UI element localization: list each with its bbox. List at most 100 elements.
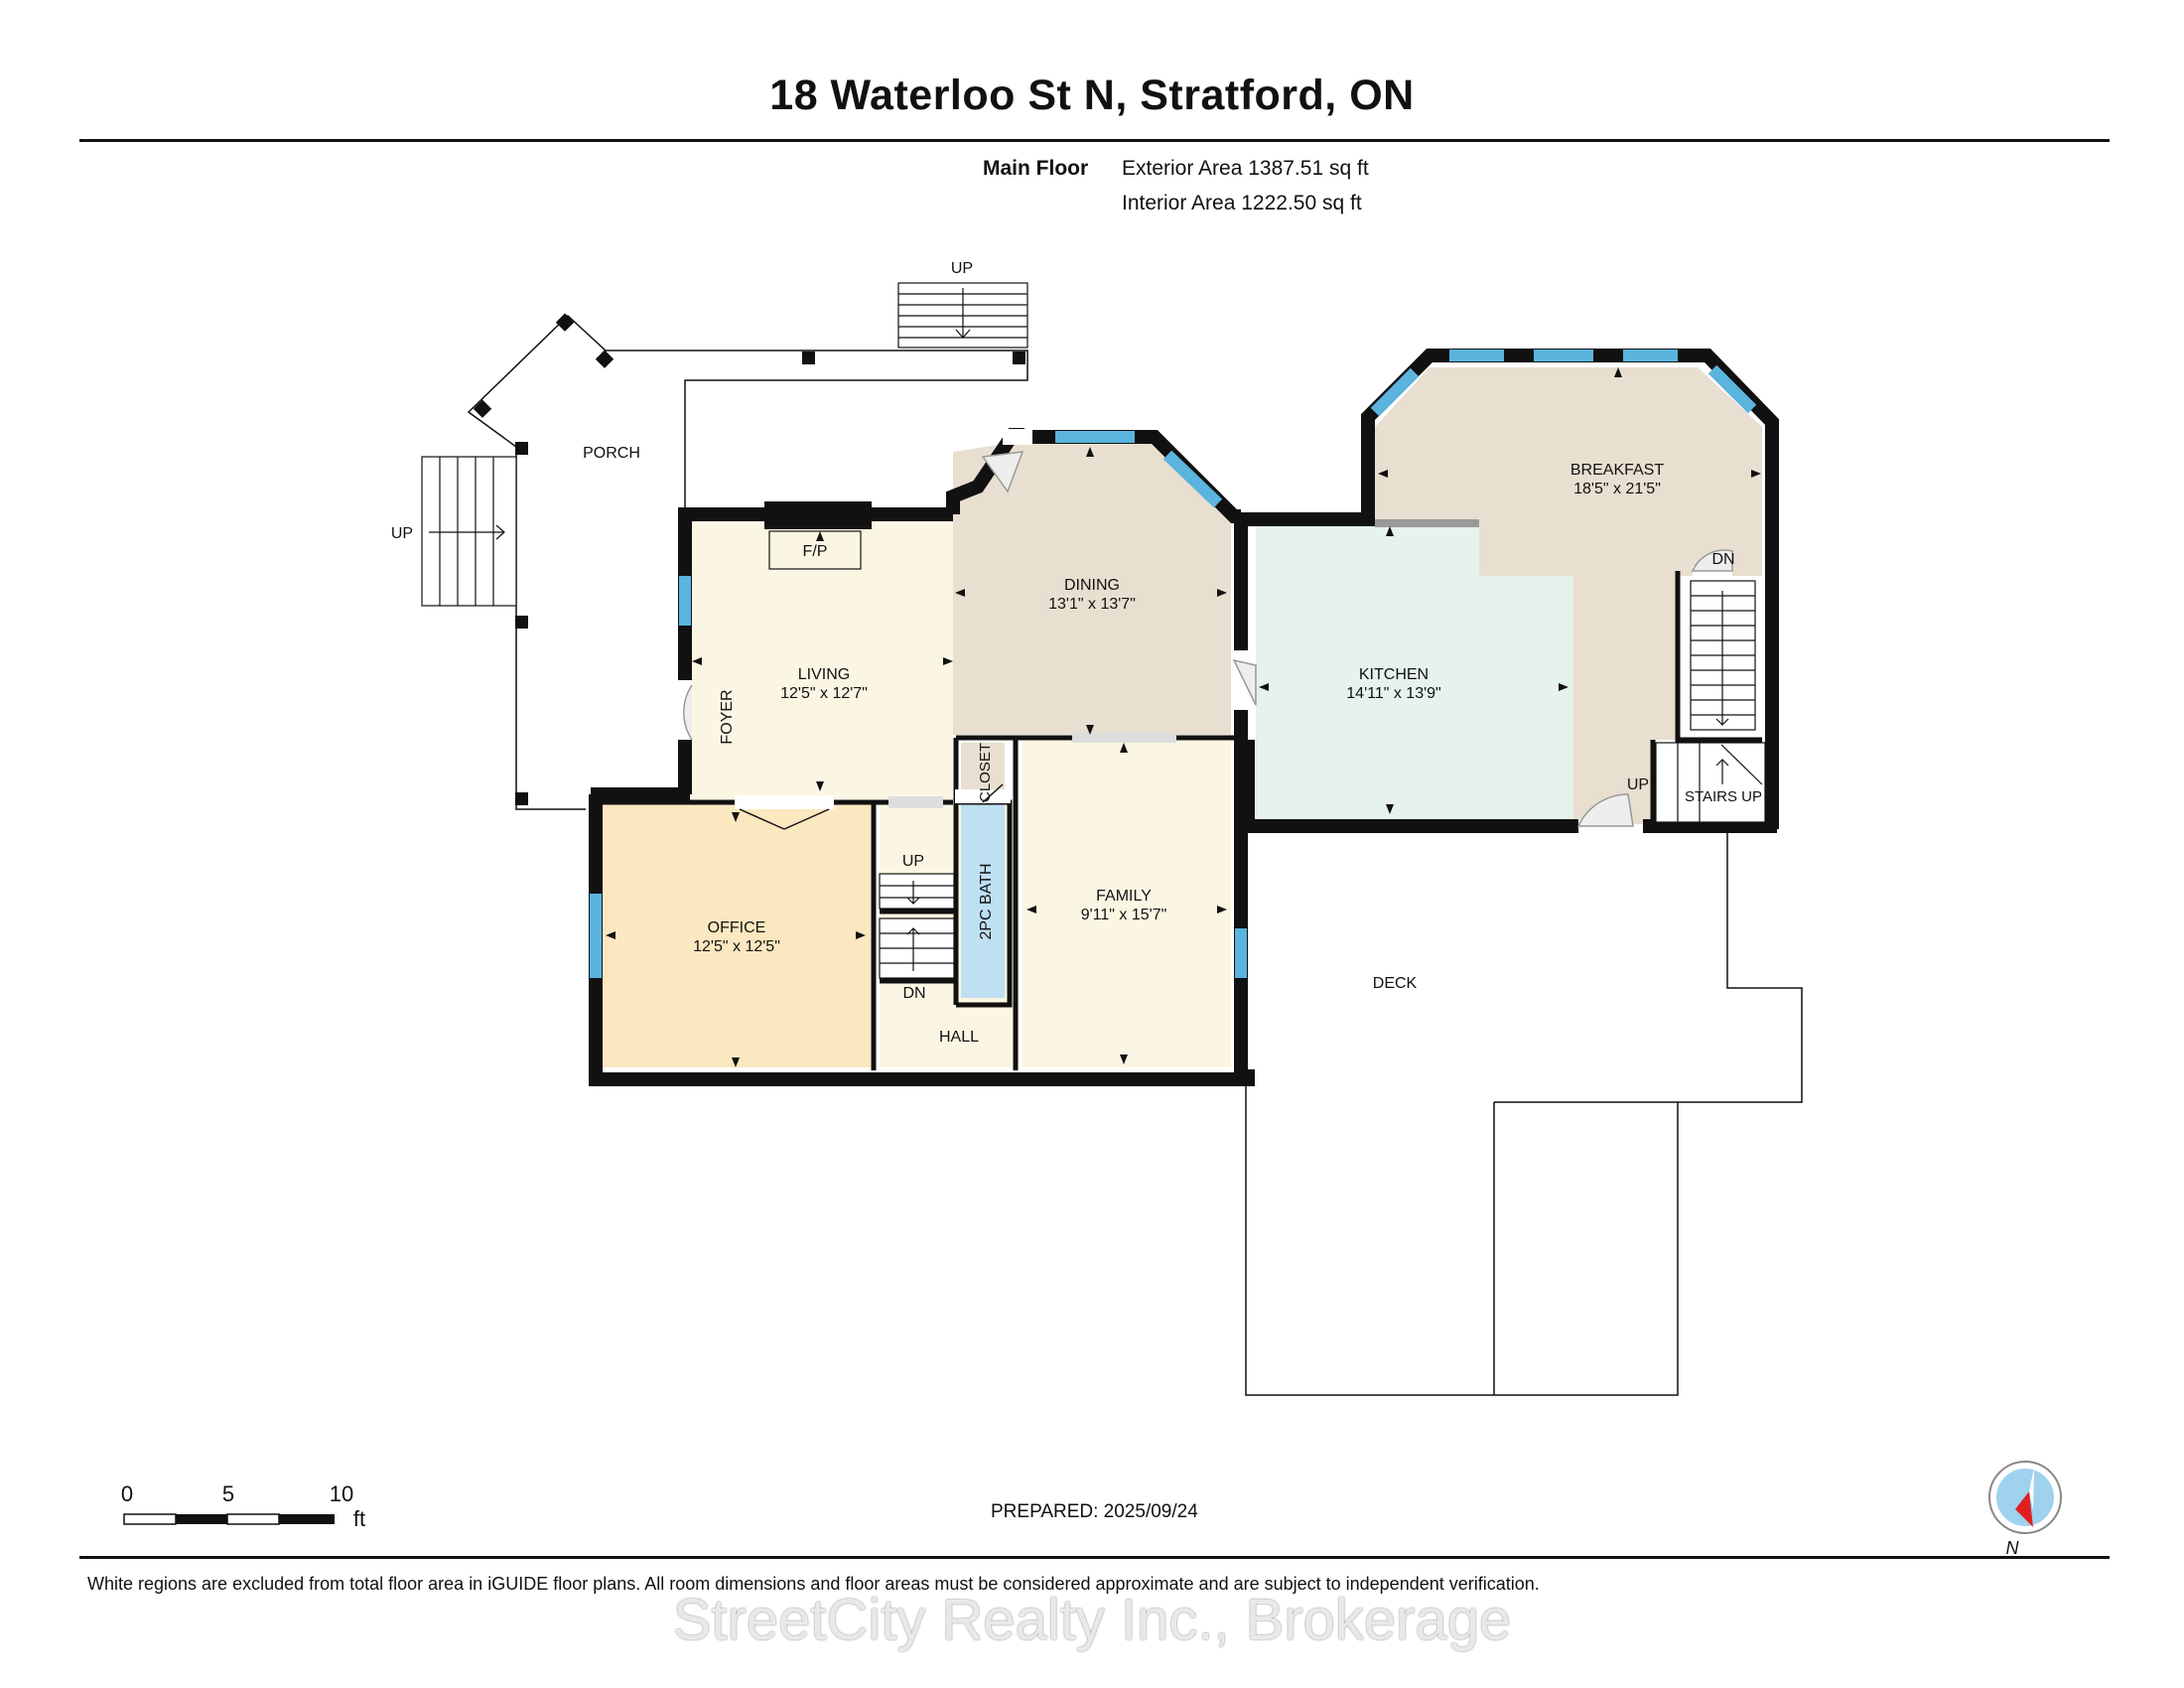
door-swing	[1576, 793, 1634, 827]
tick	[1614, 367, 1622, 377]
exterior-area: Exterior Area 1387.51 sq ft	[1122, 157, 1369, 180]
door-gap	[1003, 429, 1032, 445]
door-swing	[739, 808, 830, 830]
dimension-ticks	[606, 367, 1761, 1067]
header-rule	[79, 139, 2110, 142]
porch-post	[515, 792, 528, 805]
interior-area: Interior Area 1222.50 sq ft	[1122, 192, 1362, 214]
door-swing	[982, 783, 1004, 803]
stair-block	[879, 873, 955, 910]
door-gap	[1072, 733, 1176, 743]
deck-label: DECK	[1373, 975, 1418, 992]
scale-segment	[123, 1513, 177, 1525]
porch-stairs-left	[421, 456, 517, 607]
scale-label-10: 10	[330, 1481, 353, 1506]
porch-post	[555, 313, 575, 332]
window	[1370, 367, 1420, 417]
foyer-label: FOYER	[719, 689, 736, 744]
porch-post	[1013, 352, 1025, 364]
tick	[692, 657, 702, 665]
door-gap	[888, 796, 943, 808]
scale-segment	[176, 1514, 227, 1524]
tick	[1026, 906, 1036, 914]
deck-outline	[1245, 829, 1803, 1396]
tick	[606, 931, 615, 939]
scale-segment	[279, 1514, 335, 1524]
bath-label: 2PC BATH	[978, 863, 995, 939]
fireplace-hearth	[764, 501, 872, 529]
closet-label: CLOSET	[977, 743, 994, 802]
stair-block	[1655, 742, 1766, 823]
fireplace-label: F/P	[803, 543, 828, 560]
tick	[955, 589, 965, 597]
windows	[590, 350, 1757, 978]
living-label: LIVING	[798, 666, 850, 683]
hall-label: HALL	[939, 1029, 979, 1046]
tick	[732, 1057, 740, 1067]
dining-room-fill	[953, 442, 1231, 735]
tick	[1751, 470, 1761, 478]
prepared-date: PREPARED: 2025/09/24	[991, 1501, 1198, 1522]
scale-segment	[226, 1513, 280, 1525]
tick	[1086, 725, 1094, 735]
scale-bar: 0 5 10 ft	[121, 1481, 365, 1531]
porch-posts	[473, 313, 1025, 805]
family-room-fill	[1023, 740, 1231, 1067]
hall-up-label: UP	[902, 853, 924, 870]
stair-block	[421, 456, 517, 607]
porch-post	[473, 399, 492, 418]
family-size: 9'11" x 15'7"	[1081, 907, 1167, 923]
tick	[1386, 804, 1394, 814]
compass-north-label: N	[2006, 1538, 2020, 1558]
tick	[856, 931, 866, 939]
scale-label-0: 0	[121, 1481, 133, 1506]
tick	[732, 812, 740, 822]
kitchen-room-fill	[1256, 526, 1573, 819]
tick	[943, 657, 953, 665]
door-gap	[955, 789, 1011, 803]
porch-top-up-label: UP	[951, 260, 973, 277]
kitchen-counter	[1375, 519, 1479, 527]
porch-post	[802, 352, 815, 364]
footer-rule	[79, 1556, 2110, 1559]
tick	[1559, 683, 1569, 691]
tick	[1386, 526, 1394, 536]
tick	[1259, 683, 1269, 691]
door-gap	[735, 795, 834, 809]
porch-label: PORCH	[583, 445, 640, 462]
window	[1162, 450, 1223, 508]
scale-unit: ft	[353, 1506, 365, 1531]
living-size: 12'5" x 12'7"	[780, 685, 868, 702]
wall-breakfast-stair	[1675, 571, 1762, 743]
room-fills	[603, 367, 1762, 1067]
door-swing	[683, 684, 693, 741]
watermark: StreetCity Realty Inc., Brokerage	[672, 1588, 1512, 1652]
dining-label: DINING	[1064, 577, 1120, 594]
kitchen-size: 14'11" x 13'9"	[1346, 685, 1440, 702]
stair-labels: UP UP UP DN DN UP STAIRS UP	[391, 260, 1762, 1002]
fireplace: F/P	[764, 501, 872, 570]
door-swing	[1691, 549, 1733, 572]
hall-stairs	[879, 873, 955, 979]
tick	[816, 781, 824, 791]
dining-size: 13'1" x 13'7"	[1048, 596, 1136, 613]
office-room-fill	[603, 804, 871, 1067]
office-size: 12'5" x 12'5"	[693, 938, 780, 955]
breakfast-room-fill	[1375, 367, 1762, 824]
family-label: FAMILY	[1096, 888, 1152, 905]
breakfast-label: BREAKFAST	[1570, 462, 1664, 479]
breakfast-up-label: UP	[1627, 776, 1649, 793]
breakfast-stairs	[1655, 580, 1766, 823]
porch-post	[515, 616, 528, 629]
porch-stairs-top	[897, 282, 1028, 349]
door-swing	[981, 451, 1024, 493]
hall-dn-label: DN	[902, 985, 925, 1002]
tick	[1120, 1055, 1128, 1064]
tick	[1086, 447, 1094, 457]
breakfast-size: 18'5" x 21'5"	[1573, 481, 1661, 497]
footer-disclaimer: White regions are excluded from total fl…	[87, 1574, 1540, 1594]
kitchen-label: KITCHEN	[1359, 666, 1429, 683]
tick	[1378, 470, 1388, 478]
tick	[816, 531, 824, 541]
